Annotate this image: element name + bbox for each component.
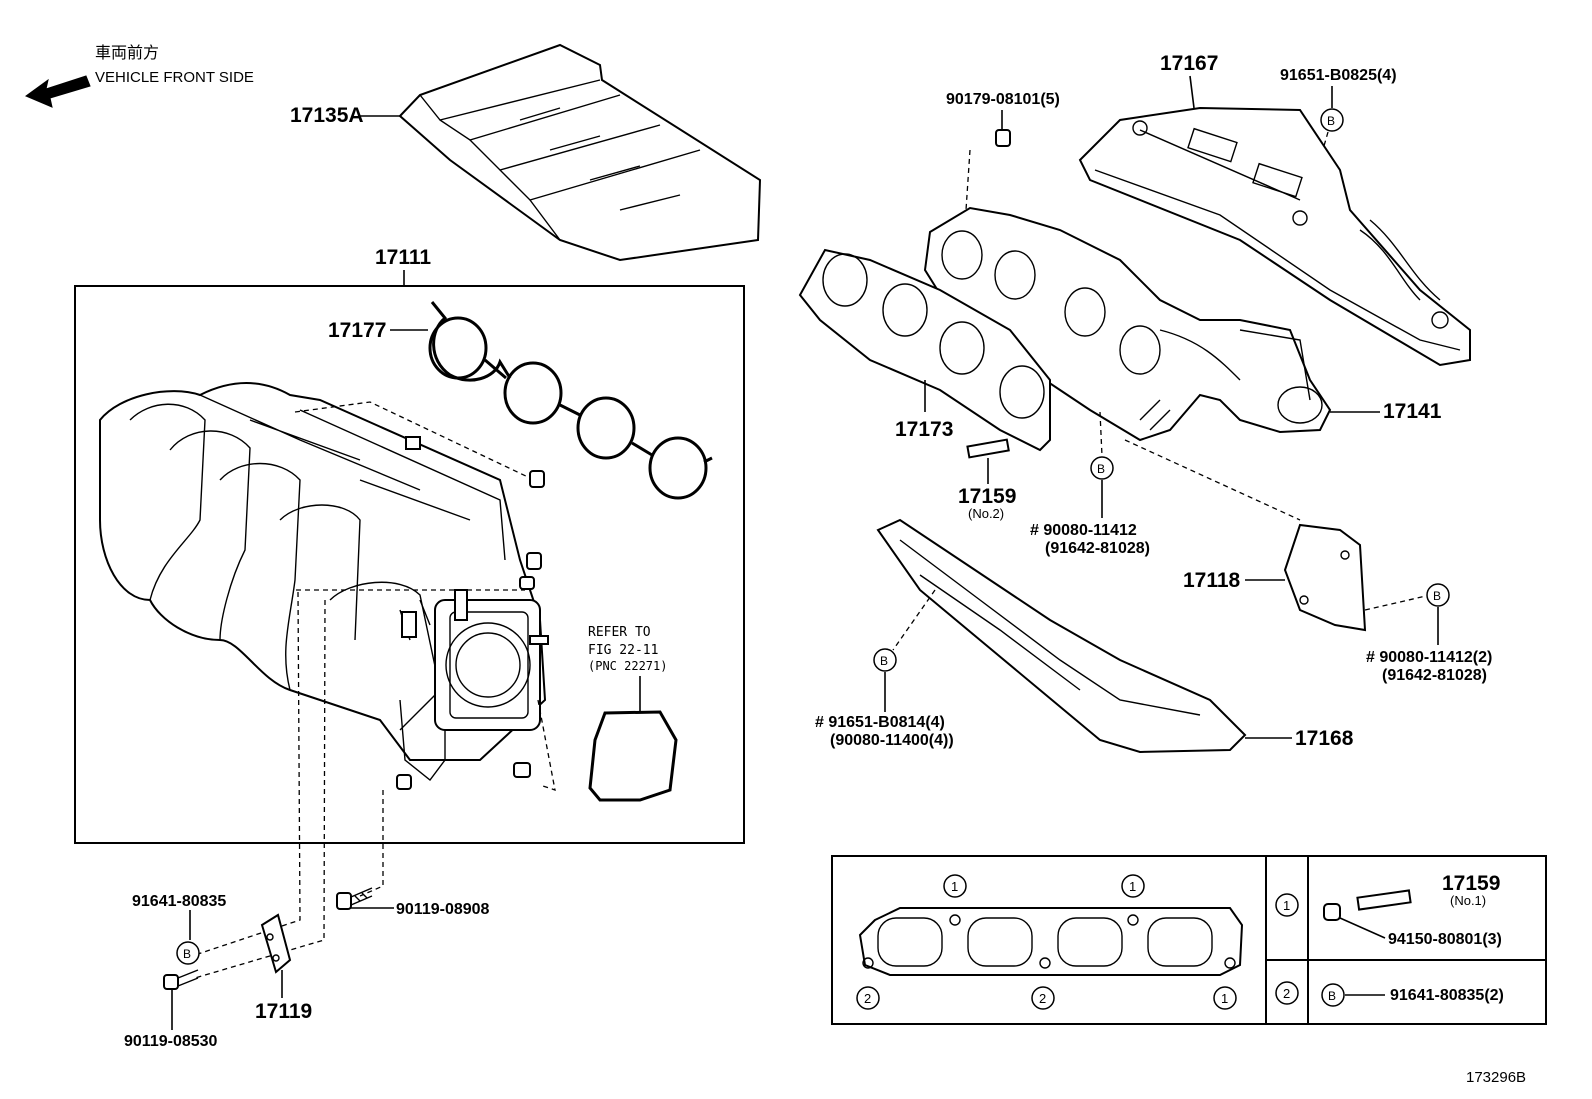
- label-17177: 17177: [328, 319, 386, 342]
- label-17111: 17111: [375, 246, 431, 269]
- intake-stud-icon: [529, 635, 549, 645]
- inset-marker-1b: 1: [1121, 874, 1145, 898]
- label-90119-08530: 90119-08530: [124, 1033, 218, 1050]
- inset-frame: [831, 855, 1547, 1025]
- label-17168: 17168: [1295, 727, 1354, 750]
- svg-text:1: 1: [1283, 898, 1290, 913]
- intake-gasket-part: [428, 301, 713, 500]
- inset-label-nut: 94150-80801(3): [1388, 931, 1502, 948]
- direction-en: VEHICLE FRONT SIDE: [95, 69, 254, 86]
- label-90119-08908: 90119-08908: [396, 901, 490, 918]
- intake-assembly-frame: [74, 285, 745, 844]
- inset-marker-2a: 2: [856, 986, 880, 1010]
- marker-b-3: [1090, 456, 1114, 480]
- legend-marker-1: 1: [1275, 893, 1299, 917]
- label-bolt-right-alt: (91642-81028): [1382, 667, 1487, 684]
- svg-text:2: 2: [864, 991, 871, 1006]
- intake-nut-5-icon: [513, 762, 531, 778]
- inset-label-17159-sub: (No.1): [1450, 893, 1486, 908]
- refer-line-2: FIG 22-11: [588, 643, 658, 658]
- heat-insulator-top-part: [398, 43, 762, 262]
- dash-nut-top: [965, 149, 971, 211]
- exhaust-insulator-upper-part: [1078, 106, 1471, 367]
- dash-b4: [1364, 595, 1427, 611]
- front-arrow-icon: [24, 75, 91, 108]
- marker-b-1-text: B: [183, 947, 191, 961]
- leader-17167: [1189, 75, 1195, 109]
- label-17173: 17173: [895, 418, 953, 441]
- inset-marker-2b: 2: [1031, 986, 1055, 1010]
- inset-stud-icon: [1356, 889, 1412, 911]
- dash-b3-stay: [1124, 439, 1301, 521]
- dash-lower-3: [359, 790, 384, 897]
- dash-b5: [892, 589, 936, 651]
- stay-17118-part: [1283, 523, 1367, 632]
- intake-nut-2-icon: [529, 470, 545, 488]
- inset-nut-icon: [1323, 903, 1341, 921]
- label-bolt-right: # 90080-11412(2): [1366, 649, 1492, 666]
- label-17159-sub: (No.2): [968, 506, 1004, 521]
- label-bolt-left: # 91651-B0814(4): [815, 714, 945, 731]
- svg-text:1: 1: [1129, 879, 1136, 894]
- stud-17159-icon: [966, 438, 1010, 459]
- marker-b-2-text: B: [1327, 114, 1335, 128]
- svg-text:2: 2: [1039, 991, 1046, 1006]
- label-91651-b0825: 91651-B0825(4): [1280, 67, 1397, 84]
- svg-text:2: 2: [1283, 986, 1290, 1001]
- dash-lower-1: [194, 591, 301, 956]
- intake-nut-3-icon: [526, 552, 542, 570]
- inset-gasket-part: [858, 907, 1244, 976]
- exhaust-gasket-part: [798, 248, 1051, 452]
- dash-intake-3: [537, 699, 556, 791]
- bracket-17119-part: [260, 913, 292, 974]
- exhaust-insulator-lower-part: [876, 518, 1247, 754]
- bolt-90119-08908-icon: [336, 887, 373, 910]
- dash-b3: [1099, 411, 1103, 457]
- intake-manifold-part: [99, 382, 547, 781]
- label-17119: 17119: [255, 1000, 312, 1023]
- marker-b-1: [176, 941, 200, 965]
- intake-nut-6-icon: [396, 774, 412, 790]
- label-17141: 17141: [1383, 400, 1442, 423]
- refer-line-1: REFER TO: [588, 625, 651, 640]
- direction-jp: 車両前方: [95, 44, 159, 62]
- inset-marker-b-text: B: [1328, 989, 1336, 1003]
- svg-text:1: 1: [951, 879, 958, 894]
- label-17135a: 17135A: [290, 104, 364, 127]
- throttle-gasket-part: [588, 710, 678, 802]
- inset-label-17159: 17159: [1442, 872, 1500, 895]
- marker-b-5-text: B: [880, 654, 888, 668]
- label-bolt-left-alt: (90080-11400(4)): [830, 732, 954, 749]
- inset-marker-1a: 1: [943, 874, 967, 898]
- label-91641-80835: 91641-80835: [132, 893, 226, 910]
- dash-intake-1: [294, 401, 531, 479]
- legend-marker-2: 2: [1275, 981, 1299, 1005]
- label-bolt-mid-alt: (91642-81028): [1045, 540, 1150, 557]
- refer-line-3: (PNC 22271): [588, 659, 667, 673]
- marker-b-3-text: B: [1097, 462, 1105, 476]
- label-90179-08101: 90179-08101(5): [946, 91, 1060, 108]
- inset-label-bolt: 91641-80835(2): [1390, 987, 1504, 1004]
- figure-id: 173296B: [1466, 1069, 1526, 1086]
- marker-b-2: [1320, 108, 1344, 132]
- marker-b-4-text: B: [1433, 589, 1441, 603]
- marker-b-4: [1426, 583, 1450, 607]
- inset-marker-1c: 1: [1213, 986, 1237, 1010]
- label-17159: 17159: [958, 485, 1016, 508]
- label-17167: 17167: [1160, 52, 1218, 75]
- intake-nut-1-icon: [405, 436, 421, 450]
- exhaust-nut-top-icon: [995, 129, 1011, 147]
- label-bolt-mid: # 90080-11412: [1030, 522, 1137, 539]
- leader-inset-nut: [1339, 917, 1386, 939]
- inset-marker-b: [1321, 983, 1345, 1007]
- marker-b-5: [873, 648, 897, 672]
- label-17118: 17118: [1183, 569, 1241, 592]
- bolt-90119-08530-icon: [163, 969, 199, 990]
- svg-text:1: 1: [1221, 991, 1228, 1006]
- intake-nut-4-icon: [519, 576, 535, 590]
